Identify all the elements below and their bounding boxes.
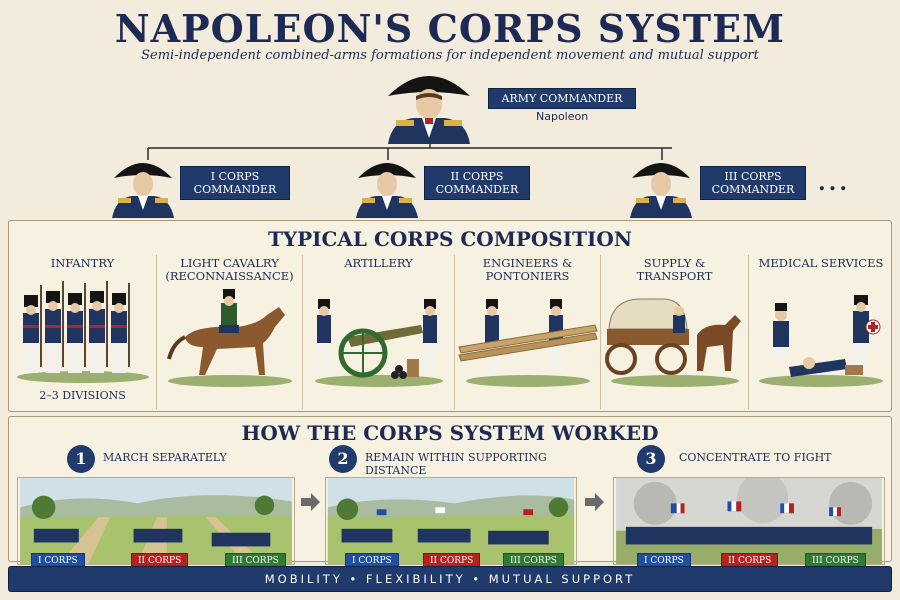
composition-supply-label: SUPPLY & TRANSPORT xyxy=(601,257,748,283)
engineers-icon xyxy=(458,299,598,387)
hierarchy-lines xyxy=(147,142,672,160)
corps-commander-3-portrait-icon xyxy=(630,163,692,218)
step-1: 1 MARCH SEPARATELY I CORPS II CORPS III … xyxy=(17,445,295,577)
corps-commander-1-portrait-icon xyxy=(112,163,174,218)
composition-engineers: ENGINEERS & PONTONIERS xyxy=(455,255,601,409)
how-title: HOW THE CORPS SYSTEM WORKED xyxy=(241,421,659,445)
corps-commander-2-label-line2: COMMANDER xyxy=(435,183,519,196)
composition-engineers-label: ENGINEERS & PONTONIERS xyxy=(455,257,600,283)
composition-medical-label-line1: MEDICAL SERVICES xyxy=(758,256,884,270)
composition-artillery-label: ARTILLERY xyxy=(303,257,454,270)
composition-infantry-label: INFANTRY xyxy=(9,257,156,270)
army-commander-name: Napoleon xyxy=(536,110,589,123)
how-section: HOW THE CORPS SYSTEM WORKED 1 MARCH SEPA… xyxy=(8,416,892,569)
step-1-label: MARCH SEPARATELY xyxy=(103,451,227,464)
step-1-number: 1 xyxy=(67,445,95,473)
supply-wagon-icon xyxy=(605,298,741,387)
corps-commander-1-label-line2: COMMANDER xyxy=(193,183,277,196)
composition-section: TYPICAL CORPS COMPOSITION INFANTRY xyxy=(8,220,892,412)
composition-artillery-label-line1: ARTILLERY xyxy=(344,256,413,270)
corps-commander-2-label-line1: II CORPS xyxy=(450,170,504,183)
composition-engineers-label-line1: ENGINEERS & xyxy=(482,256,573,270)
step-2: 2 REMAIN WITHIN SUPPORTING DISTANCE I CO… xyxy=(325,445,577,577)
composition-cavalry-label: LIGHT CAVALRY (RECONNAISSANCE) xyxy=(157,257,302,283)
step-2-label: REMAIN WITHIN SUPPORTING DISTANCE xyxy=(365,451,547,477)
composition-engineers-label-line2: PONTONIERS xyxy=(485,269,570,283)
command-hierarchy: ARMY COMMANDER Napoleon I CORPS COMMANDE… xyxy=(0,64,900,220)
page-subtitle: Semi-independent combined-arms formation… xyxy=(141,48,759,63)
corps-commander-3-label-line1: III CORPS xyxy=(724,170,782,183)
composition-cavalry: LIGHT CAVALRY (RECONNAISSANCE) xyxy=(157,255,303,409)
corps-commander-2-portrait-icon xyxy=(356,163,418,218)
corps-commander-1-label-line1: I CORPS xyxy=(210,170,260,183)
step-2-number: 2 xyxy=(329,445,357,473)
composition-medical-label: MEDICAL SERVICES xyxy=(749,257,893,270)
composition-infantry-label-line1: INFANTRY xyxy=(50,256,115,270)
corps-commander-1-label: I CORPS COMMANDER xyxy=(180,166,290,200)
step-1-scene xyxy=(17,477,295,565)
page-title: NAPOLEON'S CORPS SYSTEM xyxy=(114,6,786,51)
army-commander-label: ARMY COMMANDER xyxy=(488,88,636,109)
composition-supply-label-line1: SUPPLY & xyxy=(643,256,706,270)
napoleon-portrait-icon xyxy=(388,76,470,144)
infantry-icon xyxy=(17,281,149,383)
footer-banner: MOBILITY • FLEXIBILITY • MUTUAL SUPPORT xyxy=(8,566,892,592)
composition-artillery: ARTILLERY xyxy=(303,255,455,409)
composition-cavalry-label-line2: (RECONNAISSANCE) xyxy=(165,269,294,283)
arrow-right-icon xyxy=(585,493,604,511)
step-3-number: 3 xyxy=(637,445,665,473)
medical-icon xyxy=(759,295,883,387)
more-corps-ellipsis: ... xyxy=(818,170,850,196)
composition-cavalry-label-line1: LIGHT CAVALRY xyxy=(180,256,279,270)
composition-infantry: INFANTRY xyxy=(9,255,157,409)
corps-commander-2-label: II CORPS COMMANDER xyxy=(424,166,530,200)
step-3-label: CONCENTRATE TO FIGHT xyxy=(679,451,832,464)
step-2-scene xyxy=(325,477,577,565)
composition-title: TYPICAL CORPS COMPOSITION xyxy=(267,227,633,251)
cavalry-icon xyxy=(167,289,292,387)
composition-supply-label-line2: TRANSPORT xyxy=(636,269,713,283)
arrow-right-icon xyxy=(301,493,320,511)
composition-infantry-note: 2–3 DIVISIONS xyxy=(39,389,126,402)
composition-supply: SUPPLY & TRANSPORT xyxy=(601,255,749,409)
corps-commander-3-label-line2: COMMANDER xyxy=(711,183,795,196)
artillery-icon xyxy=(315,299,443,387)
step-3: 3 CONCENTRATE TO FIGHT I CORPS II CORPS … xyxy=(613,445,885,577)
composition-medical: MEDICAL SERVICES xyxy=(749,255,893,409)
corps-commander-3-label: III CORPS COMMANDER xyxy=(700,166,806,200)
step-3-scene xyxy=(613,477,885,565)
